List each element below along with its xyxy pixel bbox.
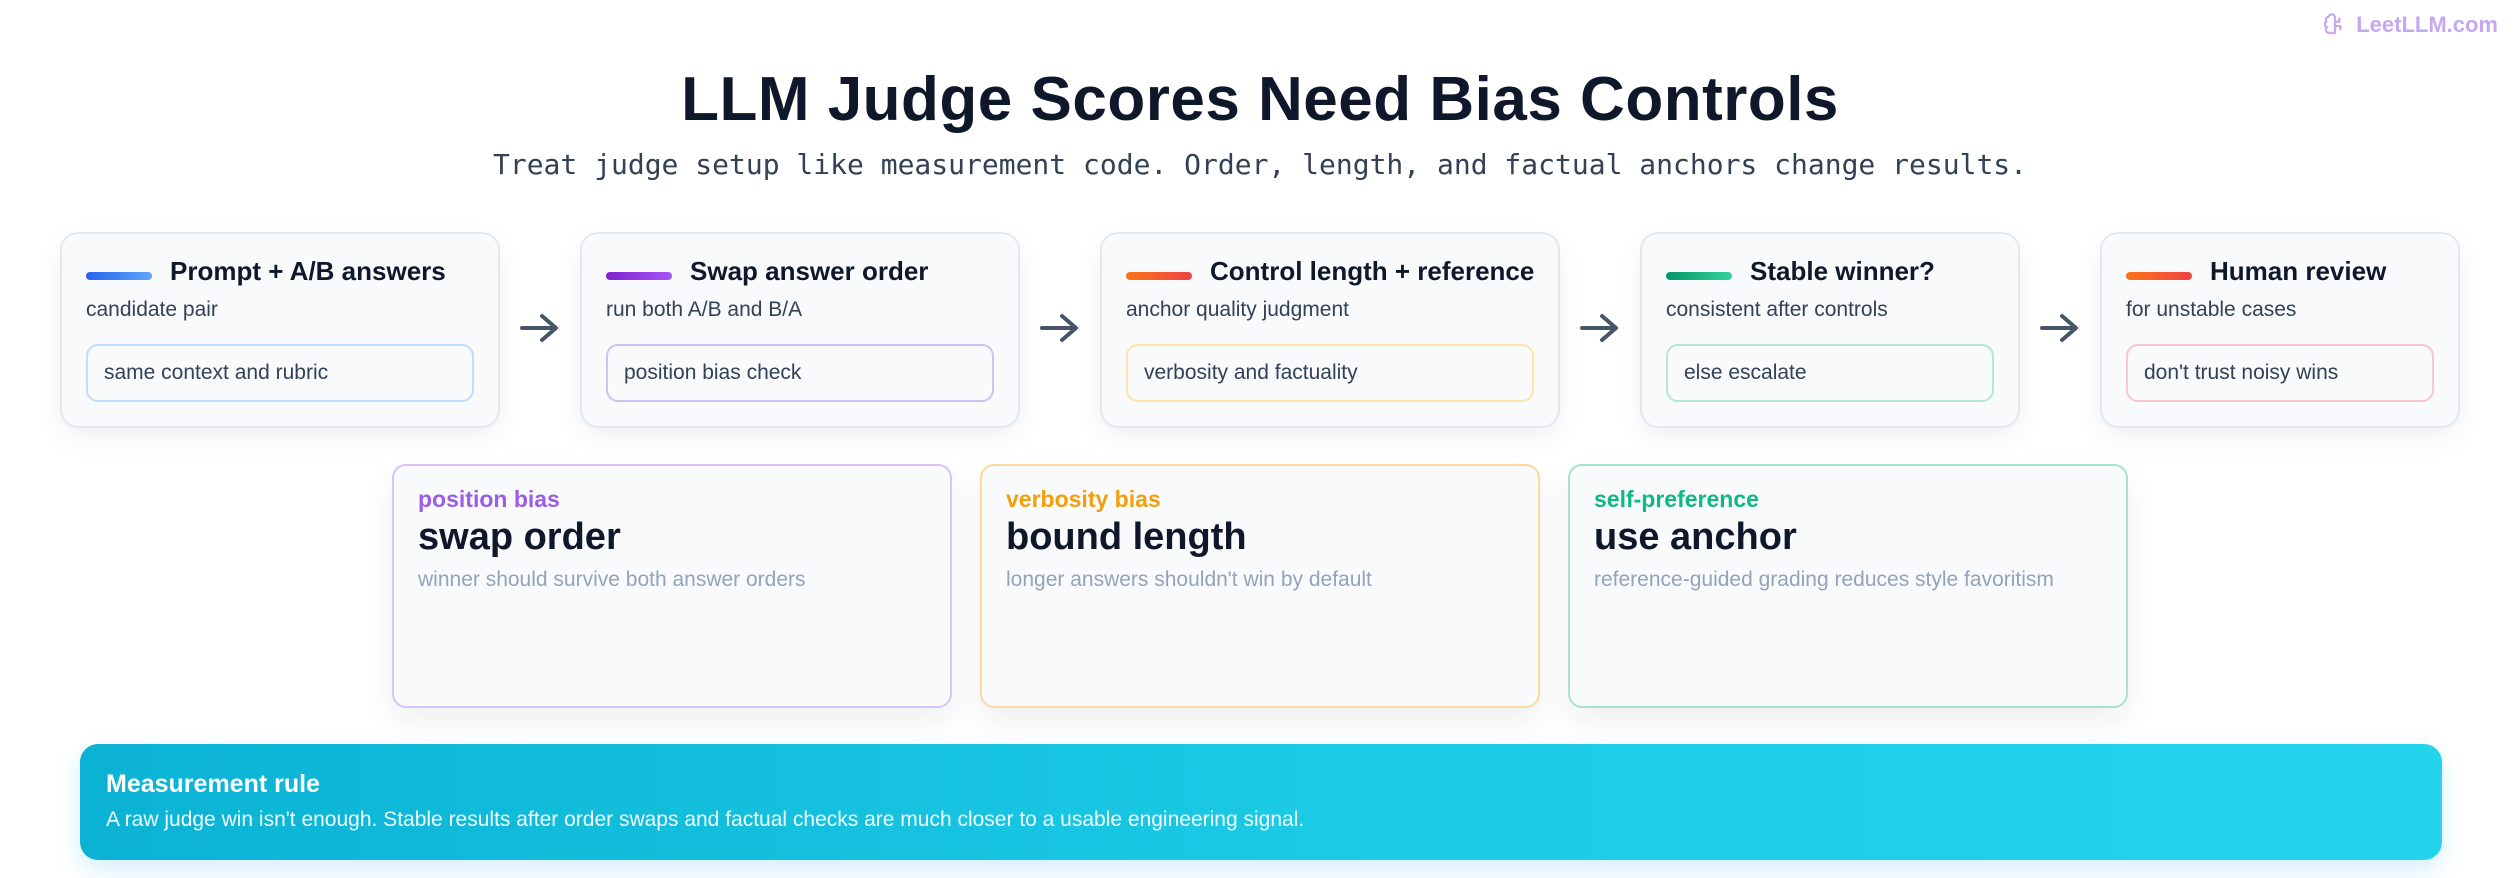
arrow-icon bbox=[1040, 314, 1078, 342]
bias-title: bound length bbox=[1006, 516, 1247, 558]
brand-name: LeetLLM.com bbox=[2356, 12, 2498, 37]
step-accent-bar bbox=[1126, 272, 1192, 280]
diagram-title: LLM Judge Scores Need Bias Controls bbox=[681, 65, 1839, 134]
step-accent-bar bbox=[86, 272, 152, 280]
step-subtitle: run both A/B and B/A bbox=[606, 298, 803, 321]
step-chip: same context and rubric bbox=[86, 344, 474, 402]
bias-title: swap order bbox=[418, 516, 621, 558]
step-chip: don't trust noisy wins bbox=[2126, 344, 2434, 402]
step-subtitle: consistent after controls bbox=[1666, 298, 1888, 321]
step-card-control: Control length + reference anchor qualit… bbox=[1100, 232, 1560, 428]
step-title: Swap answer order bbox=[690, 256, 929, 286]
rule-title: Measurement rule bbox=[106, 770, 320, 798]
step-title: Control length + reference bbox=[1210, 256, 1535, 286]
bias-tag: self-preference bbox=[1594, 486, 1759, 512]
bias-tag: verbosity bias bbox=[1006, 486, 1161, 512]
step-card-swap: Swap answer order run both A/B and B/A p… bbox=[580, 232, 1020, 428]
step-title: Human review bbox=[2210, 256, 2387, 286]
brain-icon bbox=[2324, 13, 2342, 35]
arrow-icon bbox=[1580, 314, 1618, 342]
bias-title: use anchor bbox=[1594, 516, 1797, 558]
arrow-icon bbox=[2040, 314, 2078, 342]
step-subtitle: anchor quality judgment bbox=[1126, 298, 1349, 321]
rule-text: A raw judge win isn't enough. Stable res… bbox=[106, 808, 1305, 831]
bias-card-position: position bias swap order winner should s… bbox=[392, 464, 952, 708]
bias-description: longer answers shouldn't win by default bbox=[1006, 568, 1372, 591]
bias-description: winner should survive both answer orders bbox=[418, 568, 806, 591]
arrow-icon bbox=[520, 314, 558, 342]
bias-card-self-preference: self-preference use anchor reference-gui… bbox=[1568, 464, 2128, 708]
step-card-prompt: Prompt + A/B answers candidate pair same… bbox=[60, 232, 500, 428]
step-card-stable: Stable winner? consistent after controls… bbox=[1640, 232, 2020, 428]
step-subtitle: for unstable cases bbox=[2126, 298, 2297, 321]
step-card-human: Human review for unstable cases don't tr… bbox=[2100, 232, 2460, 428]
step-accent-bar bbox=[1666, 272, 1732, 280]
bias-tag: position bias bbox=[418, 486, 560, 512]
brand-logo: LeetLLM.com bbox=[2322, 12, 2498, 38]
bias-card-verbosity: verbosity bias bound length longer answe… bbox=[980, 464, 1540, 708]
step-title: Prompt + A/B answers bbox=[170, 256, 446, 286]
step-accent-bar bbox=[606, 272, 672, 280]
step-chip: else escalate bbox=[1666, 344, 1994, 402]
bias-description: reference-guided grading reduces style f… bbox=[1594, 568, 2054, 591]
diagram-subtitle: Treat judge setup like measurement code.… bbox=[492, 148, 2028, 181]
step-subtitle: candidate pair bbox=[86, 298, 218, 321]
step-chip: verbosity and factuality bbox=[1126, 344, 1534, 402]
step-accent-bar bbox=[2126, 272, 2192, 280]
step-chip: position bias check bbox=[606, 344, 994, 402]
step-title: Stable winner? bbox=[1750, 256, 1935, 286]
measurement-rule-banner: Measurement rule A raw judge win isn't e… bbox=[80, 744, 2442, 860]
